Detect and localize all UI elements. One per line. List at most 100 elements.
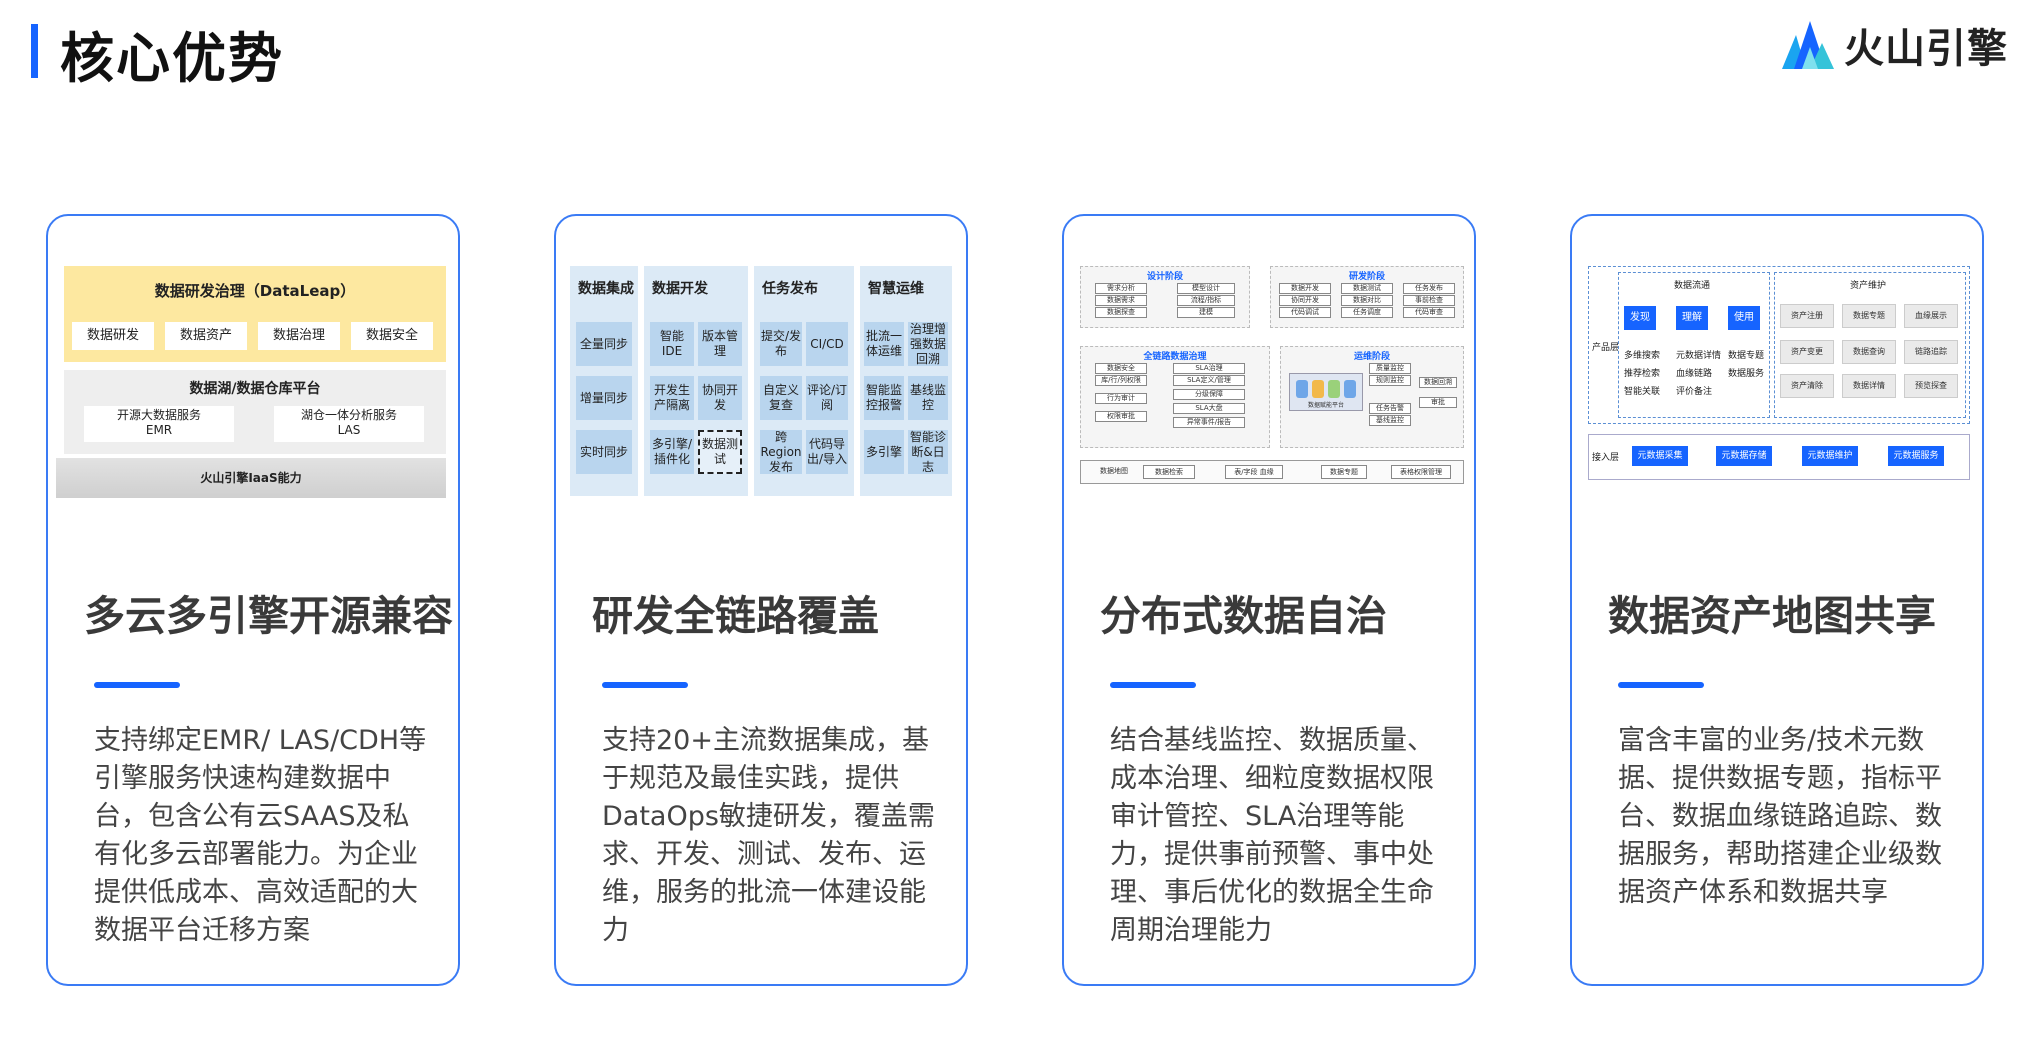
stage-item: 库/行/列权限 [1095, 375, 1147, 386]
dataleap-module: 数据资产 [165, 322, 247, 350]
card-illustration: 设计阶段 需求分析 数据需求 数据探查 模型设计 流程/指标 建模 研发阶段 数… [1080, 266, 1464, 496]
asset-cell: 预览探查 [1904, 374, 1958, 398]
card-illustration: 数据集成 全量同步 增量同步 实时同步 数据开发 智能IDE 版本管理 开发生产… [570, 266, 952, 496]
emr-box: 开源大数据服务 EMR [84, 406, 234, 442]
column-head: 智慧运维 [868, 281, 924, 297]
capability-item: 数据地图 [1100, 467, 1128, 475]
design-stage: 设计阶段 需求分析 数据需求 数据探查 模型设计 流程/指标 建模 [1080, 266, 1250, 328]
asset-cell: 资产注册 [1780, 304, 1834, 328]
asset-cell: 链路追踪 [1904, 340, 1958, 364]
ops-cell: 智能监控报警 [864, 376, 904, 420]
stage-item: 数据探查 [1095, 307, 1147, 318]
access-item: 元数据服务 [1888, 446, 1944, 466]
column-head: 数据开发 [652, 281, 708, 297]
integration-column: 数据集成 全量同步 增量同步 实时同步 [570, 266, 638, 496]
card-asset-map: 产品层 数据流通 发现 理解 使用 多维搜索 推荐检索 智能关联 元数据详情 血… [1570, 214, 1984, 986]
stage-item: 基线监控 [1369, 415, 1411, 426]
db-cylinder-icon [1328, 380, 1340, 398]
stage-item: 任务告警 [1369, 403, 1411, 414]
release-cell: 自定义复查 [760, 376, 802, 420]
asset-cell: 资产变更 [1780, 340, 1834, 364]
stage-item: 数据安全 [1095, 363, 1147, 374]
stage-item: 数据需求 [1095, 295, 1147, 306]
asset-cell: 数据详情 [1842, 374, 1896, 398]
column-head: 数据集成 [578, 281, 634, 297]
product-layer [1588, 266, 1970, 424]
access-item: 元数据维护 [1802, 446, 1858, 466]
platform-illustration: 数据赋能平台 [1289, 373, 1363, 411]
stage-item: 流程/指标 [1177, 295, 1235, 306]
flow-point: 元数据详情 [1676, 351, 1722, 361]
flow-title: 数据流通 [1674, 281, 1711, 291]
access-item: 元数据采集 [1632, 446, 1688, 466]
flow-point: 推荐检索 [1624, 369, 1661, 379]
development-cell: 多引擎/插件化 [650, 430, 694, 474]
development-cell: 智能IDE [650, 322, 694, 366]
release-column: 任务发布 提交/发布 CI/CD 自定义复查 评论/订阅 跨Region发布 代… [754, 266, 854, 496]
flow-point: 智能关联 [1624, 387, 1661, 397]
flow-point: 多维搜索 [1624, 351, 1661, 361]
ops-cell: 治理增强数据回溯 [908, 321, 948, 366]
card-title: 数据资产地图共享 [1608, 592, 1936, 640]
stage-item: 异常事件/报告 [1173, 417, 1245, 428]
stage-item: 任务发布 [1403, 283, 1455, 294]
capability-bar: 数据地图 数据检索 表/字段 血缘 数据专题 表格权限管理 [1080, 460, 1464, 484]
release-cell: 跨Region发布 [760, 429, 802, 474]
db-cylinder-icon [1296, 380, 1308, 398]
stage-item: 模型设计 [1177, 283, 1235, 294]
dataleap-title: 数据研发治理（DataLeap） [154, 282, 356, 300]
flow-point: 评价备注 [1676, 387, 1713, 397]
stage-item: SLA定义/管理 [1173, 375, 1245, 386]
las-box: 湖仓一体分析服务 LAS [274, 406, 424, 442]
release-cell: 评论/订阅 [806, 376, 848, 420]
development-cell: 开发生产隔离 [650, 376, 694, 420]
dataleap-layer: 数据研发治理（DataLeap） 数据研发 数据资产 数据治理 数据安全 [64, 266, 446, 362]
ops-column: 智慧运维 批流一体运维 治理增强数据回溯 智能监控报警 基线监控 多引擎 智能诊… [860, 266, 952, 496]
stage-item: 质量监控 [1369, 363, 1411, 374]
flow-panel [1618, 272, 1770, 418]
card-illustration: 产品层 数据流通 发现 理解 使用 多维搜索 推荐检索 智能关联 元数据详情 血… [1588, 266, 1970, 496]
stage-item: 代码审查 [1403, 307, 1455, 318]
development-cell: 数据测试 [698, 430, 742, 474]
stage-item: 行为审计 [1095, 393, 1147, 404]
card-multicloud: 数据研发治理（DataLeap） 数据研发 数据资产 数据治理 数据安全 数据湖… [46, 214, 460, 986]
asset-title: 资产维护 [1850, 281, 1887, 291]
brand-logo: 火山引擎 [1780, 16, 2008, 74]
column-head: 任务发布 [762, 281, 818, 297]
release-cell: CI/CD [806, 322, 848, 366]
access-layer [1588, 434, 1970, 480]
development-cell: 版本管理 [698, 322, 742, 366]
stage-item: 规则监控 [1369, 375, 1411, 386]
ops-cell: 智能诊断&日志 [908, 429, 948, 474]
flow-point: 血缘链路 [1676, 369, 1713, 379]
stage-item: 建模 [1177, 307, 1235, 318]
card-illustration: 数据研发治理（DataLeap） 数据研发 数据资产 数据治理 数据安全 数据湖… [56, 266, 446, 498]
card-description: 结合基线监控、数据质量、成本治理、细粒度数据权限审计管控、SLA治理等能力，提供… [1110, 725, 1434, 946]
card-distributed-governance: 设计阶段 需求分析 数据需求 数据探查 模型设计 流程/指标 建模 研发阶段 数… [1062, 214, 1476, 986]
stage-item: 需求分析 [1095, 283, 1147, 294]
card-description: 富含丰富的业务/技术元数据、提供数据专题，指标平台、数据血缘链路追踪、数据服务，… [1618, 725, 1942, 908]
flow-point: 数据服务 [1728, 369, 1765, 379]
access-item: 元数据存储 [1716, 446, 1772, 466]
card-dev-lifecycle: 数据集成 全量同步 增量同步 实时同步 数据开发 智能IDE 版本管理 开发生产… [554, 214, 968, 986]
asset-panel [1774, 272, 1966, 418]
design-stage-title: 设计阶段 [1146, 272, 1183, 282]
db-cylinder-icon [1344, 380, 1356, 398]
card-divider [602, 682, 688, 688]
capability-item: 数据检索 [1143, 465, 1195, 479]
card-title: 分布式数据自治 [1100, 592, 1387, 640]
ops-cell: 多引擎 [864, 430, 904, 474]
asset-cell: 数据专题 [1842, 304, 1896, 328]
card-divider [1110, 682, 1196, 688]
capability-item: 表格权限管理 [1391, 465, 1451, 479]
dataleap-module: 数据治理 [258, 322, 340, 350]
datalake-layer: 数据湖/数据仓库平台 开源大数据服务 EMR 湖仓一体分析服务 LAS [64, 370, 446, 454]
stage-item: 代码调试 [1279, 307, 1331, 318]
asset-cell: 数据查询 [1842, 340, 1896, 364]
stage-item: 审批 [1419, 397, 1457, 408]
emr-label: 开源大数据服务 [116, 408, 201, 422]
volcano-logo-icon [1782, 21, 1834, 69]
dataleap-module: 数据安全 [351, 322, 433, 350]
las-sub: LAS [337, 423, 361, 437]
stage-item: 权限审批 [1095, 411, 1147, 422]
